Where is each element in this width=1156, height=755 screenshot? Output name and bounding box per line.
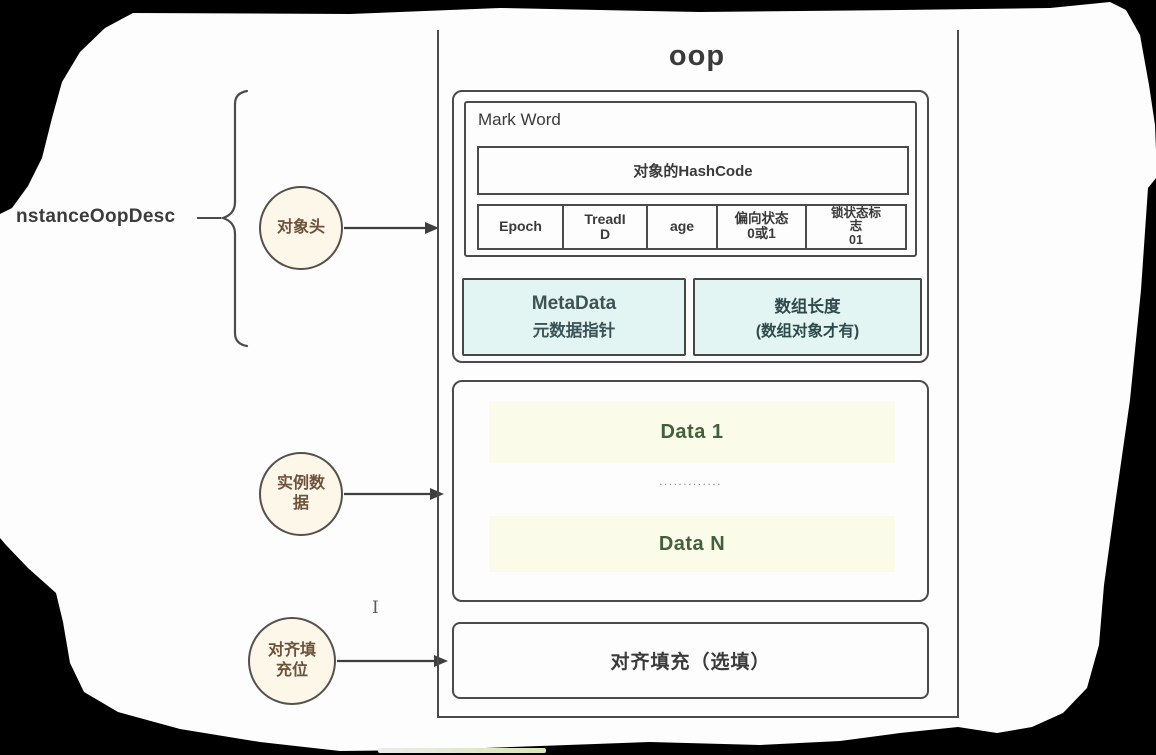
alignment-padding-box: 对齐填充（选填） <box>452 622 929 699</box>
circle-alignment-padding: 对齐填 充位 <box>248 617 336 705</box>
circle-instance-data: 实例数 据 <box>259 452 343 536</box>
hashcode-cell: 对象的HashCode <box>477 146 909 195</box>
oop-container <box>437 30 959 718</box>
bottom-edge-sliver <box>378 748 546 753</box>
cell-thread-id: TreadI D <box>562 204 648 250</box>
metadata-subtitle: 元数据指针 <box>532 322 616 340</box>
array-length-subtitle: (数组对象才有) <box>755 323 860 340</box>
data-1-bar: Data 1 <box>489 401 895 463</box>
array-length-box: 数组长度 (数组对象才有) <box>693 278 922 356</box>
data-n-bar: Data N <box>489 516 895 572</box>
data-ellipsis: ............. <box>659 474 722 488</box>
cell-epoch: Epoch <box>477 204 564 250</box>
cell-age: age <box>646 204 718 250</box>
mark-word-cells-row: Epoch TreadI D age 偏向状态 0或1 锁状态标 志 01 <box>477 204 911 250</box>
diagram-title: oop <box>668 40 726 72</box>
metadata-pointer-box: MetaData 元数据指针 <box>462 278 686 356</box>
instance-oop-desc-label: nstanceOopDesc <box>16 206 176 227</box>
cell-lock-flag: 锁状态标 志 01 <box>805 204 907 250</box>
text-cursor-icon: I <box>372 598 379 618</box>
cell-bias-state: 偏向状态 0或1 <box>716 204 807 250</box>
circle-object-header: 对象头 <box>259 186 343 270</box>
array-length-title: 数组长度 <box>774 298 841 316</box>
mark-word-box <box>464 101 917 257</box>
mark-word-label: Mark Word <box>478 110 561 129</box>
metadata-title: MetaData <box>531 293 617 314</box>
